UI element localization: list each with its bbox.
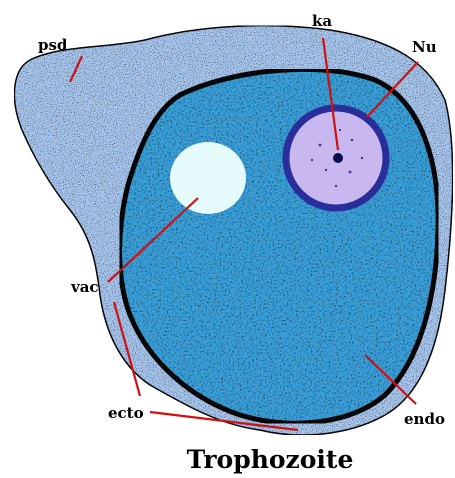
label-psd: psd: [38, 36, 68, 54]
karyosome: [333, 153, 343, 163]
vacuole: [170, 142, 246, 214]
endoplasm: [120, 69, 439, 423]
diagram-title: Trophozoite: [187, 445, 354, 474]
label-ecto: ecto: [108, 404, 144, 422]
label-endo: endo: [404, 410, 445, 428]
label-vac: vac: [70, 278, 99, 296]
label-ka: ka: [312, 12, 332, 30]
label-nu: Nu: [412, 38, 437, 56]
